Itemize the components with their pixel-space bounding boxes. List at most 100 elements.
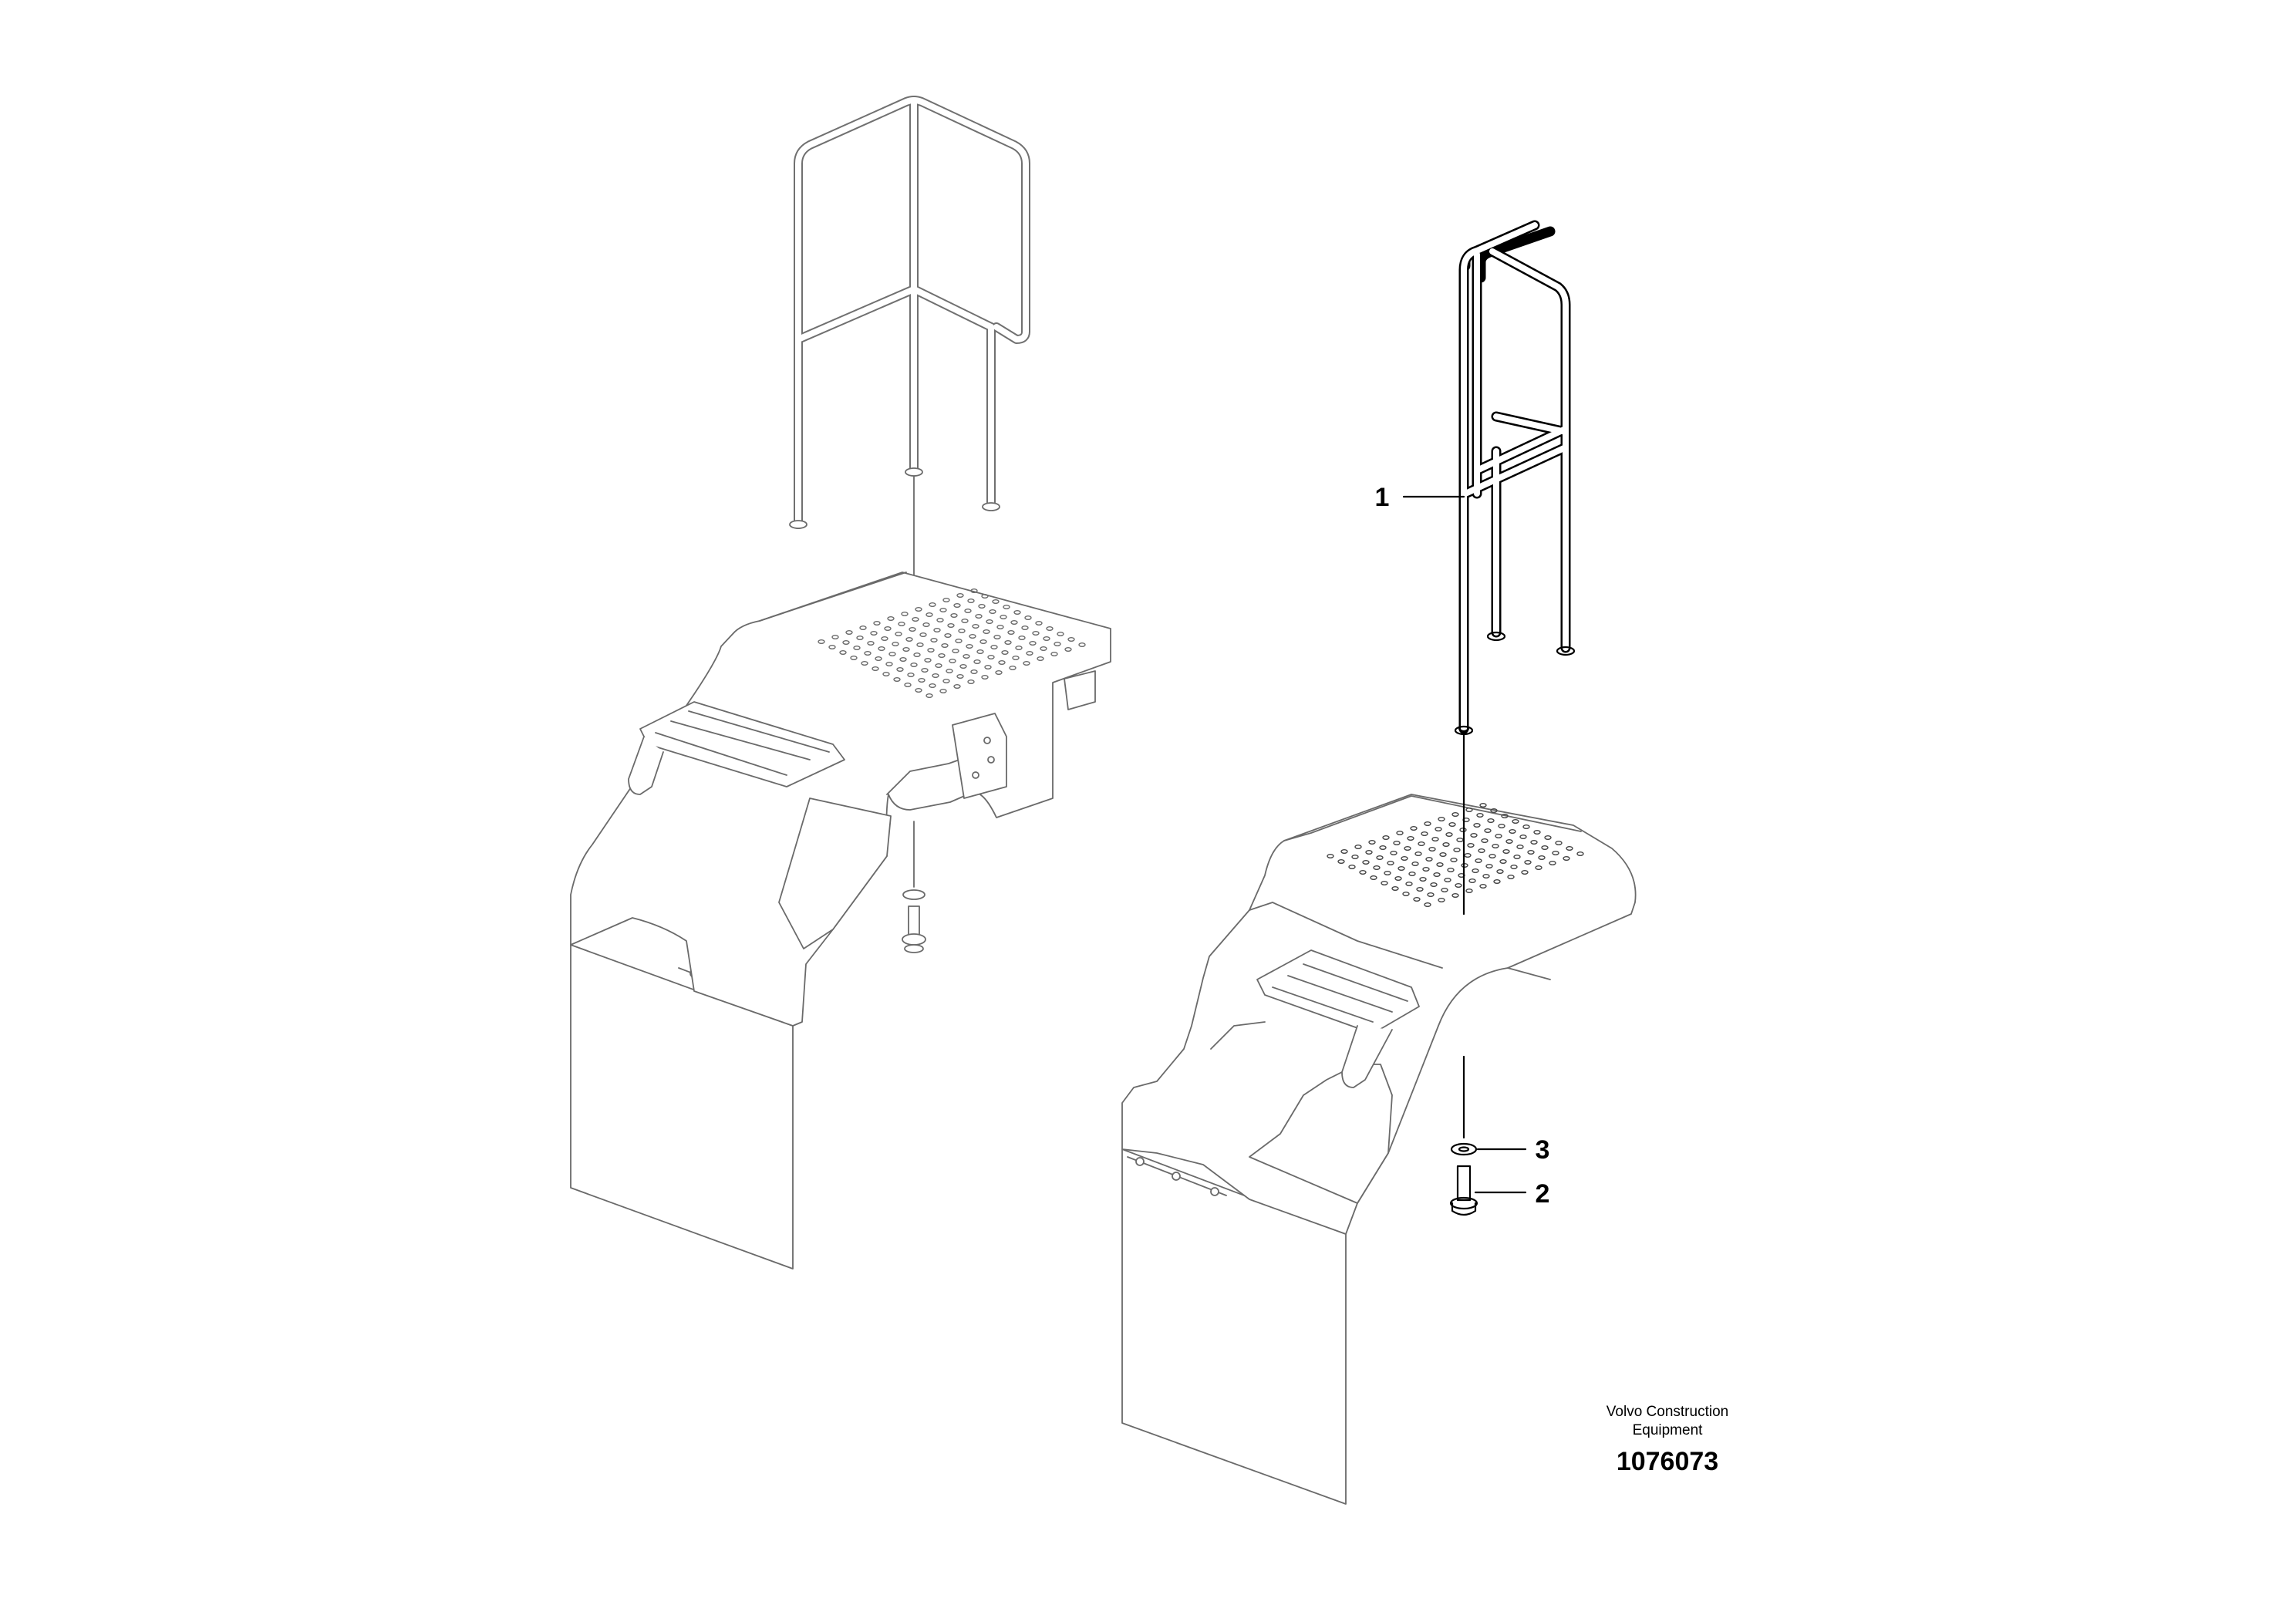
perforation-hole	[1421, 831, 1428, 836]
perforation-hole	[1516, 844, 1524, 849]
perforation-hole	[1430, 882, 1438, 887]
perforation-hole	[907, 673, 915, 678]
perforation-hole	[984, 665, 992, 670]
perforation-hole	[818, 639, 825, 645]
perforation-hole	[1482, 873, 1490, 878]
perforation-hole	[1484, 828, 1492, 833]
perforation-hole	[842, 640, 850, 646]
perforation-hole	[893, 677, 901, 683]
perforation-hole	[1468, 878, 1476, 883]
perforation-hole	[1046, 626, 1054, 632]
perforation-hole	[1043, 636, 1050, 642]
perforation-hole	[1438, 897, 1445, 902]
perforation-hole	[1495, 833, 1502, 838]
perforation-hole	[1527, 849, 1535, 855]
perforation-hole	[1411, 861, 1419, 866]
perforation-hole	[1037, 656, 1044, 662]
perforation-hole	[939, 689, 947, 694]
perforation-hole	[902, 647, 910, 653]
perforation-hole	[966, 644, 973, 649]
perforation-hole	[1401, 855, 1408, 861]
perforation-hole	[1512, 818, 1519, 824]
perforation-hole	[915, 607, 922, 612]
perforation-hole	[1490, 808, 1498, 813]
perforation-hole	[1012, 656, 1020, 661]
perforation-hole	[918, 678, 925, 683]
perforation-hole	[1535, 865, 1542, 870]
perforation-hole	[1541, 845, 1549, 850]
perforation-hole	[1552, 850, 1559, 855]
perforation-hole	[1424, 902, 1431, 907]
perforation-hole	[1499, 858, 1507, 864]
perforation-hole	[1438, 816, 1445, 821]
perforation-hole	[925, 612, 933, 618]
perforation-hole	[1505, 838, 1513, 844]
perforation-hole	[1530, 839, 1538, 845]
perforation-hole	[1576, 851, 1584, 856]
perforation-hole	[993, 635, 1001, 640]
perforation-hole	[975, 614, 983, 619]
perforation-hole	[941, 643, 949, 649]
perforation-hole	[1478, 848, 1485, 853]
perforation-hole	[1451, 892, 1459, 898]
perforation-hole	[878, 646, 885, 652]
perforation-hole	[1485, 863, 1493, 868]
perforation-hole	[1373, 865, 1381, 870]
perforation-hole	[1029, 641, 1037, 646]
perforation-hole	[1533, 829, 1541, 835]
perforation-hole	[956, 674, 964, 679]
perforation-hole	[1513, 854, 1521, 859]
perforation-hole	[1444, 877, 1451, 882]
perforation-hole	[1007, 630, 1015, 636]
perforation-hole	[953, 603, 961, 609]
perforation-hole	[1348, 864, 1356, 869]
perforation-hole	[1431, 836, 1439, 841]
perforation-hole	[930, 638, 938, 643]
perforation-hole	[1397, 865, 1405, 871]
perforation-hole	[952, 649, 959, 654]
left-bolt	[902, 889, 926, 953]
caption-company: Volvo Construction	[1607, 1404, 1728, 1420]
perforation-hole	[1441, 887, 1448, 892]
perforation-hole	[939, 608, 947, 613]
perforation-hole	[944, 633, 952, 639]
perforation-hole	[872, 666, 879, 672]
callout-3: 3	[1536, 1135, 1550, 1165]
perforation-hole	[1507, 874, 1515, 879]
perforation-hole	[1390, 850, 1397, 855]
perforation-hole	[989, 609, 996, 615]
perforation-hole	[1024, 615, 1032, 621]
perforation-hole	[1450, 857, 1458, 862]
perforation-hole	[1436, 862, 1444, 867]
perforation-hole	[1067, 637, 1075, 642]
perforation-hole	[1479, 883, 1487, 889]
perforation-hole	[978, 604, 986, 609]
perforation-hole	[884, 626, 892, 632]
right-assembly	[1121, 220, 1637, 1505]
perforation-hole	[845, 630, 853, 636]
perforation-hole	[963, 654, 970, 659]
perforation-hole	[1544, 835, 1552, 840]
perforation-hole	[1054, 642, 1061, 647]
perforation-hole	[888, 652, 896, 657]
perforation-hole	[1064, 647, 1072, 653]
perforation-hole	[1050, 652, 1058, 657]
perforation-hole	[870, 631, 878, 636]
left-assembly	[570, 96, 1111, 1270]
perforation-hole	[1013, 610, 1021, 615]
perforation-hole	[1004, 640, 1012, 646]
perforation-hole	[1015, 646, 1023, 651]
perforation-hole	[1021, 626, 1029, 631]
perforation-hole	[973, 659, 981, 665]
right-perforations	[1327, 802, 1584, 907]
perforation-hole	[1396, 830, 1404, 835]
left-step	[628, 701, 845, 795]
perforation-hole	[859, 626, 867, 631]
perforation-hole	[922, 622, 930, 628]
perforation-hole	[959, 664, 967, 669]
perforation-hole	[1407, 835, 1414, 841]
perforation-hole	[947, 623, 955, 629]
perforation-hole	[1492, 843, 1499, 848]
perforation-hole	[904, 683, 912, 688]
perforation-hole	[1524, 859, 1532, 865]
